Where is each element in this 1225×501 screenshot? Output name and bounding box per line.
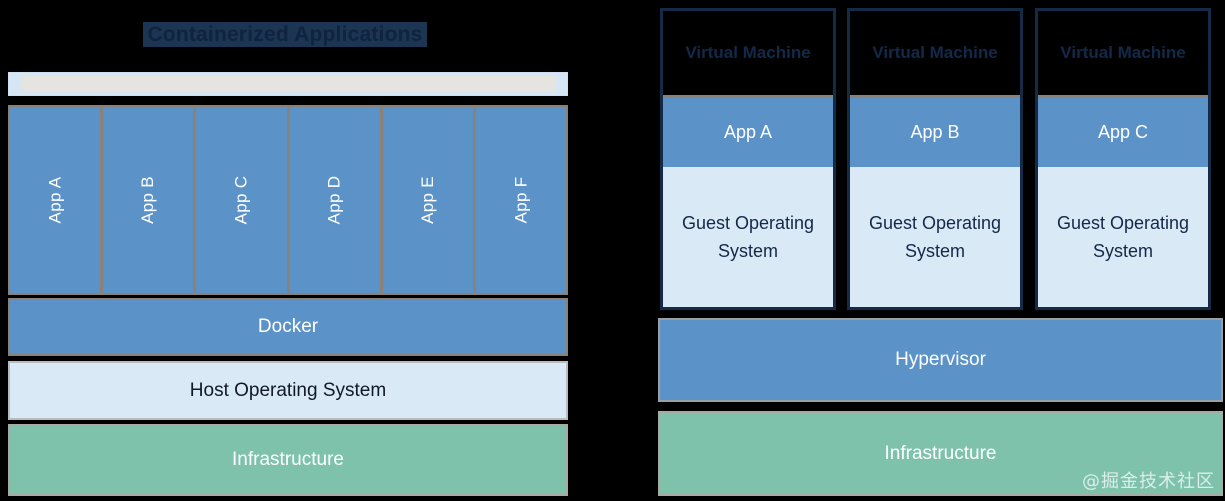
container-app-e-label: App E (417, 176, 437, 224)
virtual-machine-3: Virtual Machine App C Guest Operating Sy… (1035, 8, 1211, 310)
containerized-title-text: Containerized Applications (143, 22, 427, 47)
virtual-machine-2: Virtual Machine App B Guest Operating Sy… (847, 8, 1023, 310)
virtual-machine-3-title: Virtual Machine (1038, 11, 1208, 95)
container-apps-row: App A App B App C App D App E App F (8, 105, 568, 295)
virtual-machine-1-app: App A (663, 95, 833, 167)
virtual-machine-3-app: App C (1038, 95, 1208, 167)
containerized-applications-panel: Containerized Applications App A App B A… (0, 0, 570, 501)
container-app-e: App E (382, 107, 473, 293)
virtual-machine-1-guest-os: Guest Operating System (663, 167, 833, 307)
container-top-bar-inner (22, 76, 555, 92)
infrastructure-layer-right: Infrastructure (658, 411, 1223, 496)
container-app-d-label: App D (324, 175, 344, 225)
container-app-b: App B (103, 107, 194, 293)
container-app-b-label: App B (138, 176, 158, 224)
container-app-d: App D (289, 107, 380, 293)
docker-layer: Docker (8, 298, 568, 356)
virtual-machine-2-app: App B (850, 95, 1020, 167)
virtual-machine-3-guest-os: Guest Operating System (1038, 167, 1208, 307)
container-app-a: App A (10, 107, 101, 293)
watermark: @掘金技术社区 (1082, 471, 1215, 492)
virtual-machine-1-title: Virtual Machine (663, 11, 833, 95)
hypervisor-layer: Hypervisor (658, 318, 1223, 402)
virtual-machines-panel: Virtual Machine App A Guest Operating Sy… (655, 0, 1225, 501)
container-app-f: App F (475, 107, 567, 293)
container-app-a-label: App A (45, 176, 65, 224)
virtual-machine-2-guest-os: Guest Operating System (850, 167, 1020, 307)
host-operating-system-layer: Host Operating System (8, 361, 568, 420)
virtual-machine-1: Virtual Machine App A Guest Operating Sy… (660, 8, 836, 310)
containerized-title: Containerized Applications (0, 20, 570, 50)
container-app-f-label: App F (510, 176, 530, 224)
virtual-machine-2-title: Virtual Machine (850, 11, 1020, 95)
infrastructure-layer-left: Infrastructure (8, 424, 568, 496)
container-app-c: App C (196, 107, 287, 293)
container-app-c-label: App C (231, 175, 251, 225)
